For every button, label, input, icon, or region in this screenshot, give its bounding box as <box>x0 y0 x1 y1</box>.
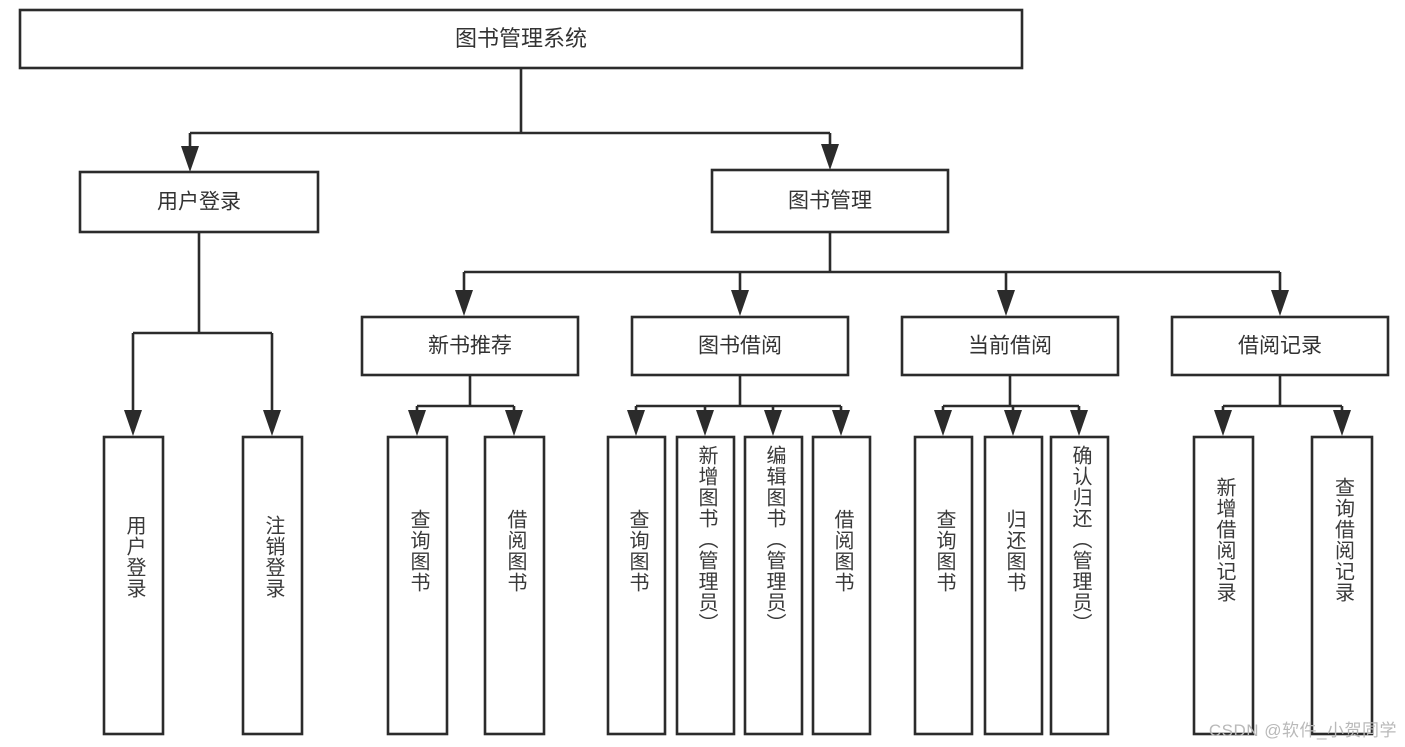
node-current-borrow-label: 当前借阅 <box>968 335 1052 358</box>
arrow-head-borrow-record <box>1271 290 1289 316</box>
leaf-box-add-book-admin[interactable] <box>675 435 736 736</box>
arrow-head-leaf-add-book-admin <box>696 410 714 436</box>
node-new-book-recommend-box[interactable] <box>360 315 580 377</box>
arrow-head-leaf-query-book-2 <box>627 410 645 436</box>
node-user-login[interactable]: 用户登录 <box>78 170 320 234</box>
arrow-head-leaf-edit-book-admin <box>764 410 782 436</box>
leaf-box-edit-book-admin[interactable] <box>743 435 804 736</box>
connector-group-root <box>181 68 839 172</box>
node-book-management[interactable]: 图书管理 <box>710 168 950 234</box>
arrow-head-leaf-add-borrow-record <box>1214 410 1232 436</box>
watermark-text: CSDN @软件_小贺同学 <box>1208 721 1397 740</box>
arrow-head-bookmgmt <box>821 144 839 170</box>
connector-group-current-borrow <box>934 375 1088 436</box>
leaf-boxes <box>102 435 1374 736</box>
leaf-box-add-borrow-record[interactable] <box>1192 435 1255 736</box>
arrow-head-new-book-recommend <box>455 290 473 316</box>
connector-group-borrow-record <box>1214 375 1351 436</box>
node-root[interactable]: 图书管理系统 <box>18 8 1024 70</box>
leaf-box-borrow-book-2[interactable] <box>811 435 872 736</box>
node-book-management-box[interactable] <box>710 168 950 234</box>
node-root-box[interactable] <box>18 8 1024 70</box>
arrow-head-leaf-borrow-book-1 <box>505 410 523 436</box>
leaf-box-query-book-3[interactable] <box>913 435 974 736</box>
node-borrow-record-box[interactable] <box>1170 315 1390 377</box>
connector-group-new-book-recommend <box>408 375 523 436</box>
arrow-head-leaf-borrow-book-2 <box>832 410 850 436</box>
arrow-head-leaf-user-logout <box>263 410 281 436</box>
leaf-box-confirm-return-admin[interactable] <box>1049 435 1110 736</box>
node-root-label: 图书管理系统 <box>455 26 587 51</box>
leaf-box-user-logout[interactable] <box>241 435 304 736</box>
leaf-box-query-book-1[interactable] <box>386 435 449 736</box>
leaf-box-user-login[interactable] <box>102 435 165 736</box>
leaf-box-query-book-2[interactable] <box>606 435 667 736</box>
node-new-book-recommend[interactable]: 新书推荐 <box>360 315 580 377</box>
connector-group-userlogin <box>124 232 281 436</box>
node-user-login-box[interactable] <box>78 170 320 234</box>
arrow-head-leaf-user-login <box>124 410 142 436</box>
node-book-management-label: 图书管理 <box>788 190 872 213</box>
arrow-head-leaf-query-borrow-record <box>1333 410 1351 436</box>
node-user-login-label: 用户登录 <box>157 191 241 214</box>
node-borrow-record-label: 借阅记录 <box>1238 335 1322 358</box>
connector-group-bookmgmt <box>455 232 1289 316</box>
node-current-borrow[interactable]: 当前借阅 <box>900 315 1120 377</box>
leaf-box-query-borrow-record[interactable] <box>1310 435 1374 736</box>
node-book-borrow-box[interactable] <box>630 315 850 377</box>
leaf-box-return-book[interactable] <box>983 435 1044 736</box>
arrow-head-current-borrow <box>997 290 1015 316</box>
arrow-head-userlogin <box>181 146 199 172</box>
connector-group-book-borrow <box>627 375 850 436</box>
arrow-head-leaf-query-book-1 <box>408 410 426 436</box>
arrow-head-leaf-confirm-return-admin <box>1070 410 1088 436</box>
leaf-box-borrow-book-1[interactable] <box>483 435 546 736</box>
arrow-head-leaf-query-book-3 <box>934 410 952 436</box>
node-current-borrow-box[interactable] <box>900 315 1120 377</box>
arrow-head-book-borrow <box>731 290 749 316</box>
arrow-head-leaf-return-book <box>1004 410 1022 436</box>
node-book-borrow[interactable]: 图书借阅 <box>630 315 850 377</box>
node-borrow-record[interactable]: 借阅记录 <box>1170 315 1390 377</box>
node-book-borrow-label: 图书借阅 <box>698 335 782 358</box>
node-new-book-recommend-label: 新书推荐 <box>428 335 512 358</box>
